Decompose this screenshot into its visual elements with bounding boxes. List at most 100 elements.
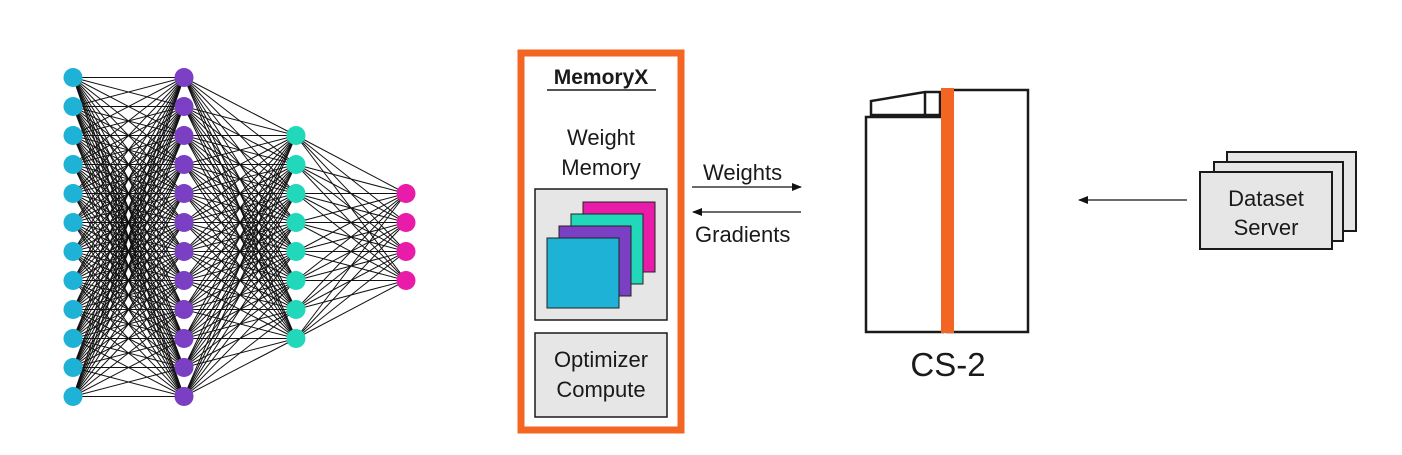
network-node-layer-4 [396,213,416,232]
weight-memory-label-line1: Weight [567,125,635,150]
network-edge [72,251,185,397]
network-edge [72,106,185,397]
network-edge [72,222,185,397]
dataset-server-card-front [1199,171,1333,250]
network-node-layer-2 [174,387,194,406]
network-edge [72,77,185,397]
network-node-layer-4 [396,271,416,290]
network-edge [295,193,407,339]
network-edge [72,77,185,339]
network-edge [72,77,185,107]
network-node-layer-3 [286,329,306,348]
network-edge [72,77,185,223]
network-edge [72,338,185,397]
network-edge [183,135,297,165]
dataset-server-label-line1: Dataset [1228,186,1304,211]
memoryx-unit: MemoryX Weight Memory Optimizer Compute [517,49,685,434]
network-edge [183,164,297,397]
network-node-layer-1 [63,126,83,145]
network-edge [72,77,185,136]
network-node-layer-2 [174,213,194,232]
network-edge [183,309,297,397]
network-edge [72,164,185,397]
network-edge [183,135,297,368]
network-edge [295,251,407,339]
gradients-label: Gradients [695,222,790,247]
network-edge [295,222,407,339]
network-node-layer-1 [63,213,83,232]
network-edge [72,367,185,397]
network-node-layer-3 [286,126,306,145]
network-node-layer-4 [396,242,416,261]
network-edge [72,309,185,397]
network-edge [295,193,407,310]
cs2-label: CS-2 [910,346,985,383]
weight-layer-cyan [546,237,620,309]
network-edge [183,222,297,397]
network-node-layer-3 [286,184,306,203]
network-node-layer-1 [63,358,83,377]
network-node-layer-1 [63,329,83,348]
network-node-layer-1 [63,242,83,261]
network-edge [295,193,407,281]
weights-gradients-exchange: Weights Gradients [692,160,802,247]
weight-stack [546,201,656,309]
network-edge [183,193,297,397]
network-node-layer-2 [174,329,194,348]
network-node-layer-3 [286,271,306,290]
network-edge [183,135,297,339]
network-node-layer-1 [63,155,83,174]
network-node-layer-3 [286,213,306,232]
neural-network [63,68,416,406]
network-edge [183,251,297,397]
network-edge [295,280,407,339]
dataset-server-label-line2: Server [1234,215,1299,240]
network-edge [183,135,297,252]
cs2-front-panel [864,115,945,334]
network-node-layer-2 [174,126,194,145]
network-node-layer-2 [174,68,194,87]
network-edge [295,135,407,194]
network-edge [183,135,297,310]
network-node-layer-3 [286,242,306,261]
network-edge [72,77,185,194]
optimizer-label-line2: Compute [556,377,645,402]
cs2-accent-stripe [941,88,954,333]
network-node-layer-4 [396,184,416,203]
cs2-body-panel [945,88,1030,334]
network-edge [183,280,297,397]
network-node-layer-2 [174,300,194,319]
network-edge [295,193,407,223]
network-edge [183,338,297,397]
network-edge [72,135,185,397]
network-node-layer-2 [174,97,194,116]
network-node-layer-2 [174,242,194,261]
network-node-layer-1 [63,184,83,203]
network-edge [183,106,297,136]
optimizer-label-line1: Optimizer [554,347,648,372]
dataset-server: Dataset Server [1199,151,1357,250]
network-edge [72,280,185,397]
network-nodes [63,68,416,406]
cs2-system: CS-2 [864,88,1030,383]
network-edge [295,164,407,194]
weight-memory-label-line2: Memory [561,155,640,180]
network-node-layer-2 [174,271,194,290]
network-edge [72,77,185,310]
memoryx-title: MemoryX [554,66,649,89]
network-edge [72,77,185,281]
network-node-layer-1 [63,97,83,116]
network-connections [72,77,407,397]
network-edge [183,135,297,397]
network-node-layer-1 [63,300,83,319]
network-edge [183,135,297,281]
network-node-layer-1 [63,271,83,290]
network-node-layer-1 [63,68,83,87]
cs2-top-ledge [869,90,942,117]
network-edge [183,135,297,194]
network-edge [72,193,185,397]
network-edge [72,77,185,252]
weights-label: Weights [703,160,782,185]
network-node-layer-2 [174,155,194,174]
